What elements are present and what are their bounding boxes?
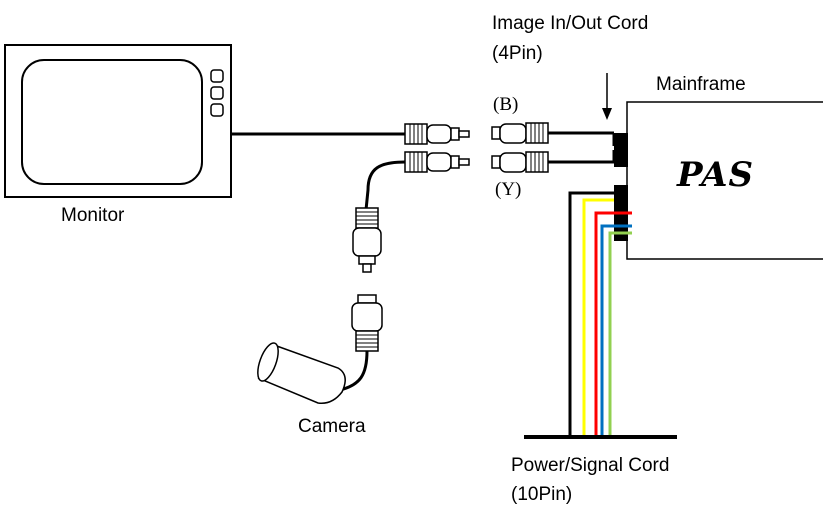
mainframe-box — [626, 101, 823, 260]
monitor-label: Monitor — [61, 205, 125, 226]
camera-cable-lower — [339, 350, 369, 392]
camera-label: Camera — [298, 416, 366, 437]
image-connector-block — [614, 133, 628, 167]
monitor-icon — [4, 44, 232, 198]
rca-plug-bottom-icon — [404, 151, 470, 173]
mainframe-pas-text: PAS — [677, 155, 755, 195]
power-cord-label: Power/Signal Cord — [511, 455, 670, 476]
power-signal-wires — [568, 191, 632, 435]
plug-b-label: (B) — [493, 94, 519, 115]
mainframe-label: Mainframe — [656, 74, 746, 95]
arrow-down-icon — [602, 73, 612, 120]
camera-cable-upper — [364, 160, 406, 211]
power-cord-pin-label: (10Pin) — [511, 484, 573, 505]
image-cord-label: Image In/Out Cord — [492, 13, 649, 34]
image-cord-pin-label: (4Pin) — [492, 43, 543, 64]
plug-y-label: (Y) — [495, 179, 522, 200]
plug-b-icon — [491, 122, 549, 144]
vertical-plug-upper-icon — [352, 207, 382, 273]
rca-plug-top-icon — [404, 123, 470, 145]
vertical-plug-lower-icon — [351, 294, 383, 352]
plug-y-icon — [491, 151, 549, 173]
camera-icon — [257, 342, 346, 405]
